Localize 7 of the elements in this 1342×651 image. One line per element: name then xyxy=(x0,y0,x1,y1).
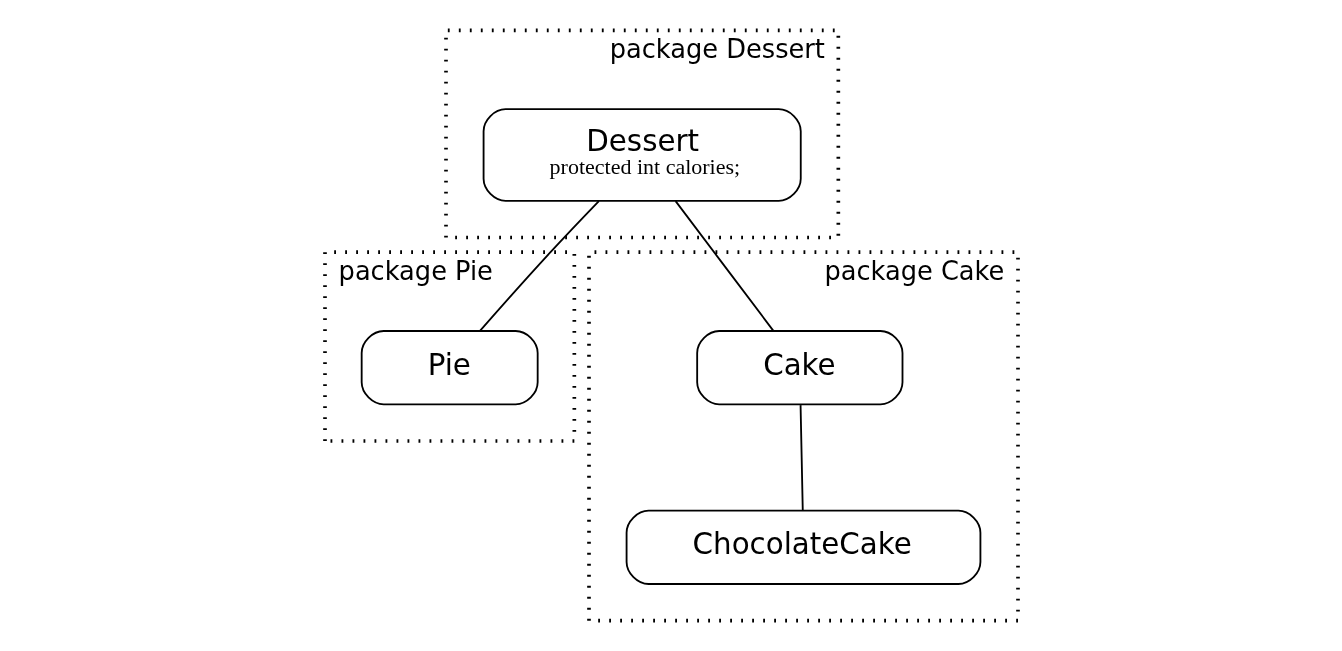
node-box: Dessert protected int calories; xyxy=(482,108,802,202)
connector xyxy=(674,200,774,332)
node-box: Cake xyxy=(695,330,903,406)
node-box: Pie xyxy=(360,330,539,406)
connector xyxy=(478,200,600,332)
node-box: ChocolateCake xyxy=(625,509,981,585)
connector xyxy=(799,404,804,512)
